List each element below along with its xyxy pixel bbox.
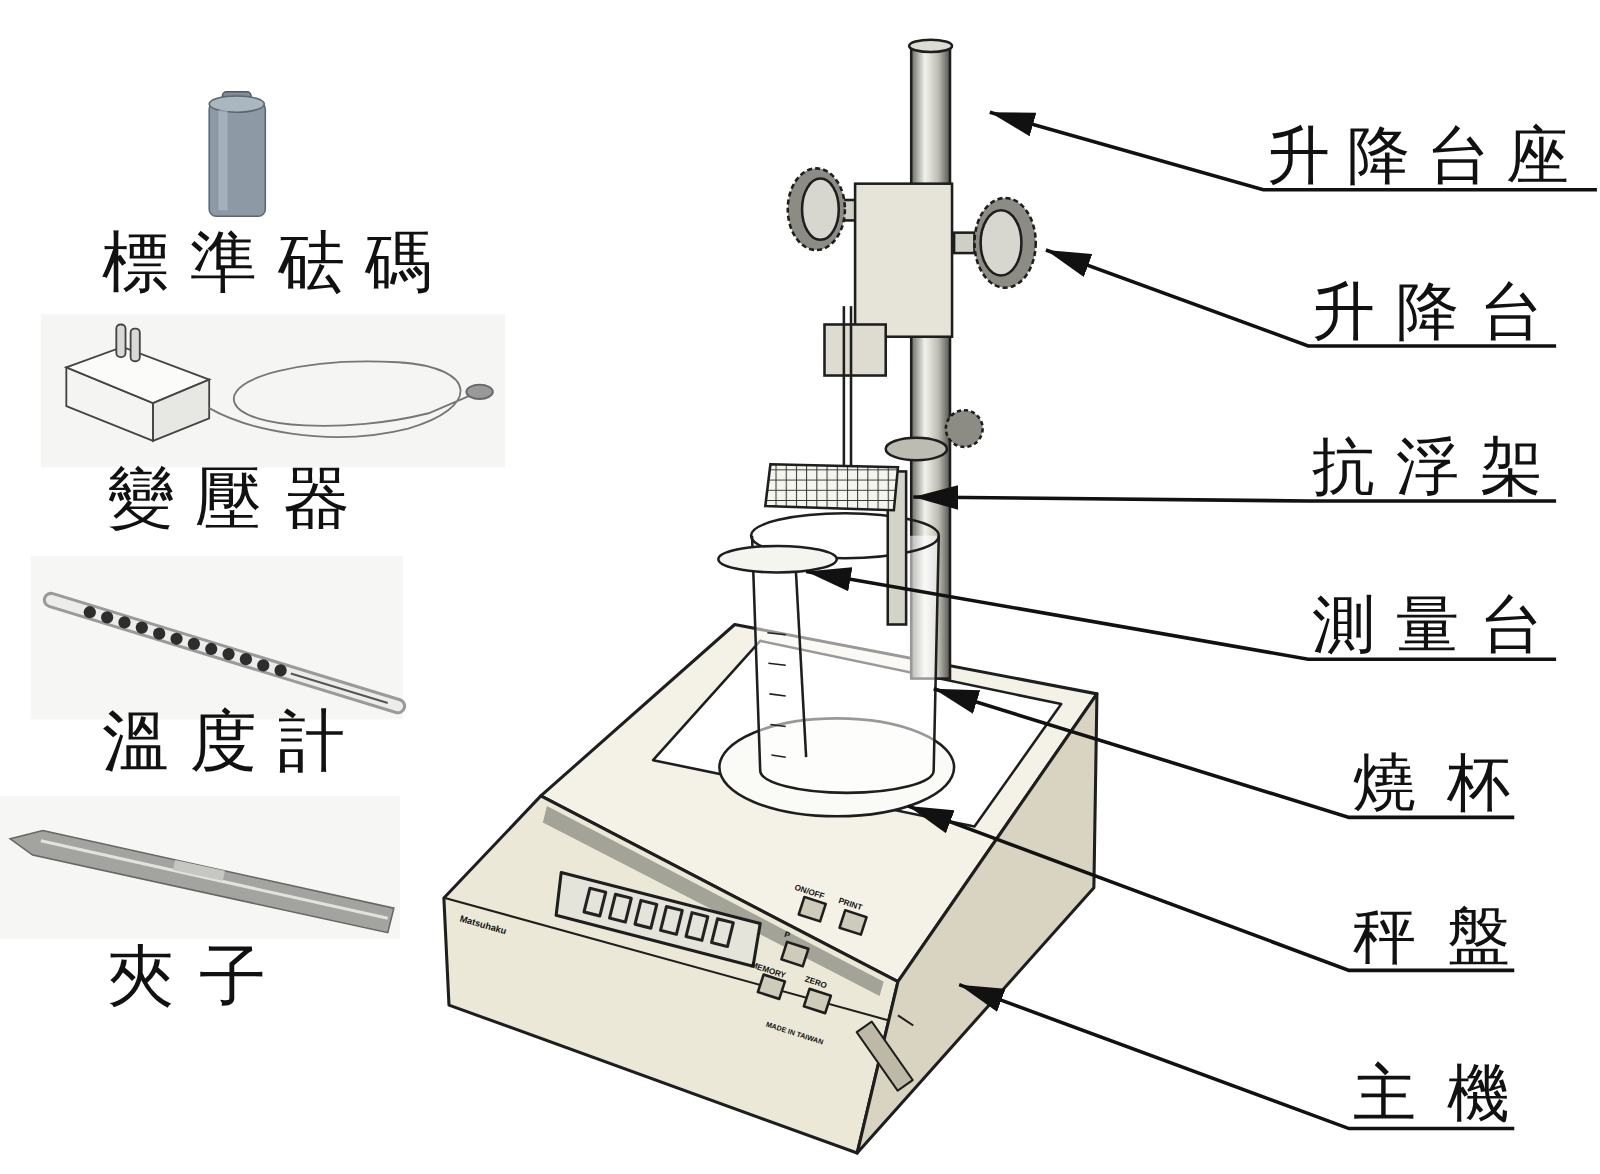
transformer (66, 324, 493, 440)
lift-stage (788, 168, 845, 250)
maker-note: MADE IN TAIWAN (765, 1020, 824, 1045)
part-label: 秤盤 (1353, 904, 1541, 967)
side-connector (898, 1015, 913, 1025)
button-label: P (783, 931, 791, 940)
transformer (466, 385, 493, 399)
lift-stage (886, 438, 947, 460)
tweezers (10, 831, 394, 933)
display-digits (584, 888, 606, 916)
beaker (767, 633, 785, 635)
accessory-grounds (0, 796, 400, 939)
tweezers (41, 841, 388, 919)
thermometer (205, 643, 217, 655)
part-label: 升降台 (1312, 280, 1563, 343)
lift-column (909, 40, 952, 52)
part-label: 燒杯 (1353, 751, 1541, 814)
transformer (209, 361, 469, 437)
thermometer (118, 616, 130, 628)
transformer (116, 324, 125, 357)
anti-float-frame (718, 464, 906, 757)
lift-stage (954, 233, 974, 253)
side-connector (857, 1022, 913, 1091)
tweezers (173, 860, 225, 881)
part-label: 升降台座 (1267, 123, 1585, 186)
thermometer (257, 659, 269, 671)
accessory-label: 夾子 (107, 943, 291, 1010)
leader-arrow (990, 112, 1597, 190)
leader-lines (806, 112, 1597, 1128)
lift-stage (802, 179, 839, 240)
thermometer (188, 638, 200, 650)
lift-stage (788, 168, 1036, 494)
main-unit (543, 806, 884, 996)
display-digits (584, 888, 733, 946)
beaker (771, 755, 785, 757)
thermometer (291, 673, 388, 703)
thermometer (240, 653, 252, 665)
thermometer (222, 648, 234, 660)
buttons (840, 910, 867, 934)
accessory-label: 溫度計 (102, 708, 365, 775)
anti-float-frame (765, 464, 898, 510)
lift-stage (946, 410, 983, 447)
beaker (769, 694, 785, 696)
part-label: 測量台 (1312, 593, 1563, 656)
anti-float-frame (796, 571, 806, 757)
lift-stage (981, 210, 1022, 275)
thermometer (84, 606, 287, 676)
thermometer (170, 633, 182, 645)
display-digits (712, 919, 734, 947)
accessory-label: 變壓器 (107, 465, 370, 532)
side-connector (857, 1015, 914, 1090)
lift-stage (855, 184, 952, 337)
button-label: MEMORY (750, 961, 787, 980)
part-label: 抗浮架 (1312, 435, 1563, 498)
standard-weight (209, 96, 264, 112)
standard-weight (218, 110, 227, 210)
buttons (781, 942, 808, 966)
accessory-grounds (41, 314, 505, 467)
buttons (758, 897, 867, 1013)
thermometer (274, 664, 286, 676)
main-unit (556, 872, 760, 966)
thermometer (101, 611, 113, 623)
thermometer (51, 600, 398, 706)
anti-float-frame (718, 546, 836, 573)
thermometer (153, 628, 165, 640)
display-digits (610, 894, 632, 922)
display-digits (686, 913, 708, 941)
transformer (131, 329, 140, 362)
button-label: ON/OFF (793, 884, 825, 901)
part-label: 主機 (1353, 1062, 1541, 1125)
thermometer (51, 600, 398, 706)
main-unit (444, 796, 898, 1153)
lift-stage (974, 198, 1035, 288)
beaker (767, 633, 785, 757)
beaker (768, 663, 785, 665)
button-label: PRINT (837, 897, 863, 912)
tweezers (10, 831, 394, 933)
accessory-label: 標準砝碼 (102, 229, 453, 296)
beaker (752, 536, 939, 793)
beaker (770, 724, 785, 726)
lift-stage (824, 324, 885, 375)
display-digits (635, 900, 657, 928)
thermometer (51, 600, 398, 706)
standard-weight (209, 102, 265, 216)
thermometer (84, 606, 96, 618)
buttons (804, 989, 831, 1013)
standard-weight (209, 92, 265, 216)
thermometer (136, 621, 148, 633)
button-label: ZERO (804, 976, 828, 991)
accessory-grounds (31, 556, 403, 719)
accessory-grounds (0, 314, 505, 938)
transformer (153, 380, 209, 441)
display-digits (661, 907, 683, 935)
brand-name: Matsuhaku (459, 914, 508, 936)
